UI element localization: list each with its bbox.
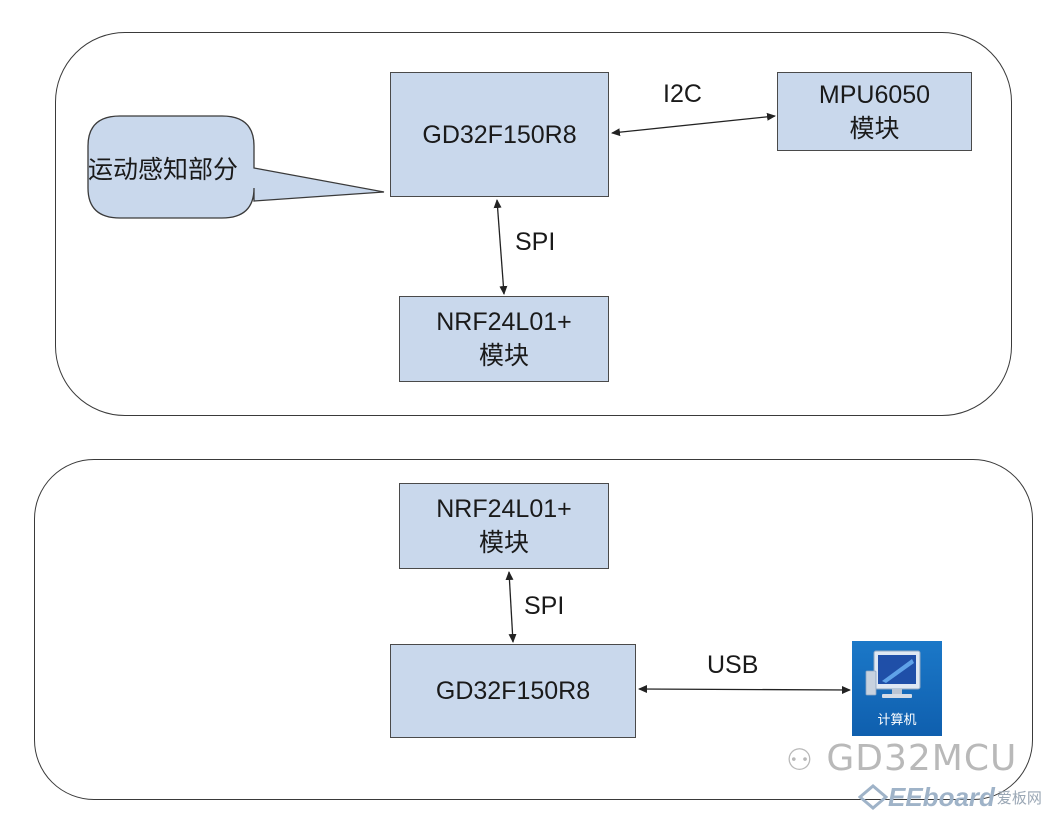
computer-label: 计算机: [877, 713, 917, 728]
eeboard-watermark: EEboard 爱板网: [858, 782, 1042, 812]
spi-connector-top: [493, 199, 508, 295]
wechat-watermark-text: GD32MCU: [826, 738, 1018, 779]
wechat-watermark: ⚇ GD32MCU: [786, 738, 1017, 779]
callout-label: 运动感知部分: [88, 156, 239, 184]
mcu-label: GD32F150R8: [435, 677, 591, 705]
mcu-block-bottom: GD32F150R8: [390, 644, 636, 738]
mcu-block-top: GD32F150R8: [390, 72, 609, 197]
nrf24l01-block-bottom: NRF24L01+ 模块: [399, 483, 609, 569]
callout-bubble: [87, 115, 385, 219]
usb-label: USB: [707, 651, 759, 679]
spi-connector-bottom: [505, 571, 517, 643]
i2c-connector: [611, 112, 776, 137]
mpu6050-label: MPU6050: [818, 80, 931, 109]
nrf24l01-label: NRF24L01+: [436, 495, 572, 523]
mpu6050-sublabel: 模块: [849, 114, 900, 143]
computer-icon: 计算机: [852, 641, 942, 736]
mcu-label: GD32F150R8: [422, 120, 577, 149]
nrf24l01-block-top: NRF24L01+ 模块: [399, 296, 609, 382]
i2c-label: I2C: [663, 80, 702, 108]
nrf24l01-label: NRF24L01+: [436, 308, 572, 336]
spi-label-top: SPI: [515, 228, 556, 256]
eeboard-brand: EEboard: [888, 781, 995, 812]
eeboard-logo-icon: [858, 784, 888, 810]
nrf24l01-sublabel: 模块: [478, 529, 529, 557]
spi-label-bottom: SPI: [524, 592, 565, 620]
eeboard-cn: 爱板网: [996, 789, 1042, 807]
wechat-icon: ⚇: [786, 743, 814, 778]
monitor-icon: [865, 650, 921, 698]
nrf24l01-sublabel: 模块: [478, 342, 529, 370]
usb-connector: [638, 685, 851, 694]
mpu6050-block: MPU6050 模块: [777, 72, 972, 151]
